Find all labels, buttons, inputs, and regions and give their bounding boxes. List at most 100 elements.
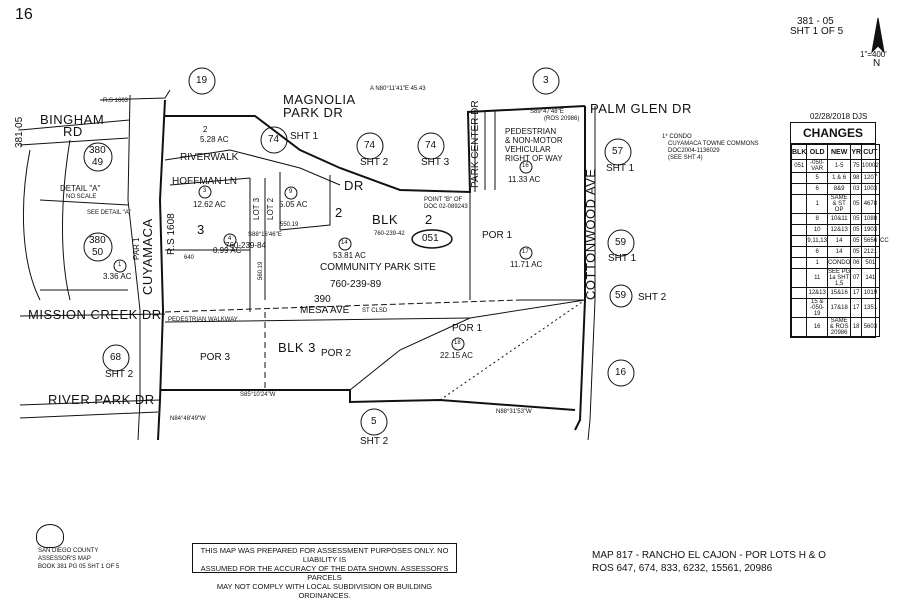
changes-title: CHANGES xyxy=(791,123,875,144)
changes-cell: 501 xyxy=(861,257,880,269)
county-label: SAN DIEGO COUNTY xyxy=(38,548,99,554)
changes-cell: 17 xyxy=(850,298,863,318)
changes-cell xyxy=(790,172,808,184)
changes-cell: 8 xyxy=(806,213,828,225)
par-1: PAR 1 xyxy=(132,237,141,260)
bearing-4: S85°10'24"W xyxy=(240,392,276,398)
bubble-74c-label: 74 xyxy=(425,140,437,151)
changes-cell: 12&13 xyxy=(806,287,828,299)
changes-cell: 6 xyxy=(806,183,828,195)
bearing-5: N84°48'49"W xyxy=(170,416,206,422)
changes-cell: 14 xyxy=(826,246,852,258)
book-ref: 381 - 05 xyxy=(797,16,834,27)
street-dr: DR xyxy=(344,178,364,193)
changes-cell: 18 xyxy=(850,317,863,337)
parcel-3-num: 3 xyxy=(203,188,207,194)
top-tick xyxy=(99,89,171,101)
changes-cell: 06 xyxy=(850,257,863,269)
parcel-2-num: 2 xyxy=(203,125,208,134)
changes-cell: 1019 xyxy=(861,287,880,299)
bearing-1: S88°16'46"E xyxy=(248,232,282,238)
changes-cell: 6 xyxy=(806,246,828,258)
changes-cell xyxy=(790,224,808,236)
street-bingham-rd: RD xyxy=(63,124,83,139)
changes-cell xyxy=(790,317,808,337)
bubble-74a xyxy=(260,126,288,154)
changes-cell: 75 xyxy=(850,159,863,173)
changes-cell: SEE PG 1a SHT 1,5 xyxy=(826,268,852,288)
cuyamaca-east xyxy=(157,99,166,441)
doc-ref-label: DOC 02-089243 xyxy=(424,204,468,210)
a-bearing: A N80°11'41"E 45.43 xyxy=(370,86,426,92)
street-bingham: BINGHAM xyxy=(40,112,105,127)
dotted-diagonal xyxy=(439,299,586,401)
north-arrow xyxy=(871,17,885,54)
detail-a-ring xyxy=(22,149,41,301)
parcel-3-area: 12.62 AC xyxy=(193,200,226,209)
bubble-16 xyxy=(607,359,635,387)
street-mission-creek: MISSION CREEK DR xyxy=(28,307,162,322)
changes-cell: 16 xyxy=(806,317,828,337)
street-st-clsd: ST CLSD xyxy=(362,308,388,314)
street-park-dr: PARK DR xyxy=(283,105,344,120)
bubble-74b xyxy=(356,132,384,160)
changes-cell xyxy=(790,194,808,214)
changes-cell: 05 xyxy=(850,235,863,247)
parcel-4-num: 4 xyxy=(228,236,232,242)
changes-cell: 5656 xyxy=(861,235,880,247)
map-ref-1: MAP 817 - RANCHO EL CAJON - POR LOTS H &… xyxy=(592,550,826,561)
bubble-59b xyxy=(609,284,633,308)
parcel-16-num: 16 xyxy=(522,163,529,169)
river-park-2 xyxy=(19,411,159,419)
changes-cell: 1088 xyxy=(861,213,880,225)
condo-label-2: CUYAMACA TOWNE COMMONS xyxy=(668,141,759,147)
changes-cell: 4678 xyxy=(861,194,880,214)
ped-walkway-label: PEDESTRIAN WALKWAY xyxy=(168,317,238,323)
condo-label-1: 1* CONDO xyxy=(662,134,692,140)
changes-cell: 141 xyxy=(861,268,880,288)
street-river-park: RIVER PARK DR xyxy=(48,392,155,407)
changes-cell: 17&18 xyxy=(826,298,852,318)
changes-cell: 1903 xyxy=(861,224,880,236)
changes-cell: 1003 xyxy=(861,183,880,195)
community-park-label: COMMUNITY PARK SITE xyxy=(320,262,436,273)
bubble-3 xyxy=(532,67,560,95)
date-stamp: 02/28/2018 DJS xyxy=(810,112,868,121)
condo-label-3: DOC2004-1136029 xyxy=(668,148,720,154)
parcel-circle-4 xyxy=(223,233,237,247)
parcel-circle-16 xyxy=(519,160,533,174)
parcel-boundary-north xyxy=(165,105,586,194)
bearing-3: N88°31'53"W xyxy=(496,409,532,415)
changes-cell: 5 xyxy=(806,172,828,184)
col-old: OLD xyxy=(806,144,828,160)
changes-cell: 07 xyxy=(850,268,863,288)
parcel-9-num: 9 xyxy=(289,189,293,195)
changes-cell: 9,11,13 xyxy=(806,235,828,247)
bubble-57-label: 57 xyxy=(612,146,624,157)
changes-cell xyxy=(790,235,808,247)
changes-cell xyxy=(790,183,808,195)
condo-label-4: (SEE SHT 4) xyxy=(668,155,703,161)
sheet-label-sht1-a: SHT 1 xyxy=(290,131,319,142)
bubble-57 xyxy=(604,138,632,166)
bubble-380-50-sub: 50 xyxy=(92,247,104,258)
bubble-380-50-label: 380 xyxy=(89,235,106,246)
apn-760-239-89: 760-239-89 xyxy=(330,279,382,290)
rs-1663: R.S 1663 xyxy=(103,98,129,104)
changes-cell: 15&16 xyxy=(826,287,852,299)
changes-cell: 05 xyxy=(850,213,863,225)
sheet-label-sht2-b: SHT 2 xyxy=(638,292,667,303)
sheet-label-sht3: SHT 3 xyxy=(421,157,450,168)
bubble-19-label: 19 xyxy=(196,75,208,86)
changes-cell xyxy=(790,287,808,299)
